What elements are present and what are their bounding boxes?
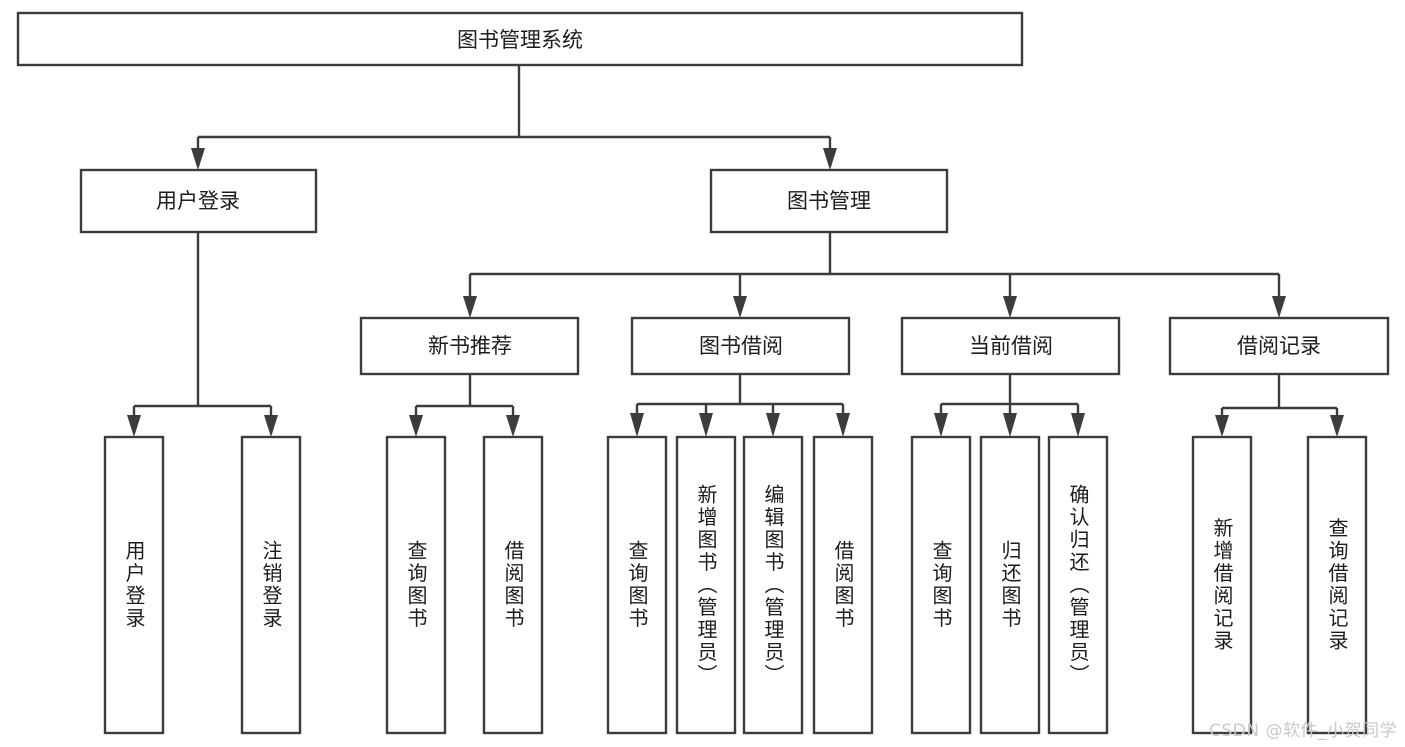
node-book-borrow-label: 图书借阅 xyxy=(699,334,783,358)
leaf-user-login-login-label: 用户登录 xyxy=(122,540,146,630)
leaf-new-book-query[interactable]: 查询图书 xyxy=(385,435,447,735)
arrow-root-to-user-login xyxy=(191,148,205,170)
node-book-management-box xyxy=(709,168,949,234)
arrow-book-mgmt-c4 xyxy=(1272,296,1286,318)
edge-group-root xyxy=(191,65,837,170)
leaf-new-book-query-label: 查询图书 xyxy=(404,540,428,630)
node-borrow-record[interactable]: 借阅记录 xyxy=(1168,316,1390,376)
leaf-record-query-label: 查询借阅记录 xyxy=(1325,517,1349,652)
leaf-current-return-book[interactable]: 归还图书 xyxy=(979,435,1041,735)
node-root-system-label: 图书管理系统 xyxy=(457,28,583,52)
leaf-borrow-edit-book[interactable]: 编辑图书（管理员） xyxy=(742,435,804,735)
leaf-borrow-add-book[interactable]: 新增图书（管理员） xyxy=(675,435,737,735)
node-user-login[interactable]: 用户登录 xyxy=(79,168,318,234)
arrow-book-mgmt-c2 xyxy=(733,296,747,318)
arrow-user-login-c1 xyxy=(127,415,141,437)
edge-group-new-book xyxy=(409,374,520,437)
node-new-book-recommend[interactable]: 新书推荐 xyxy=(359,316,580,376)
edge-group-book-borrow xyxy=(630,374,850,437)
leaf-user-login-logout[interactable]: 注销登录 xyxy=(240,435,302,735)
leaf-user-login-login-box xyxy=(103,435,165,735)
leaf-record-add[interactable]: 新增借阅记录 xyxy=(1191,435,1253,735)
edge-group-current-borrow xyxy=(934,374,1085,437)
leaf-new-book-borrow[interactable]: 借阅图书 xyxy=(482,435,544,735)
arrow-new-book-c2 xyxy=(506,415,520,437)
arrow-current-borrow-c2 xyxy=(1003,413,1017,437)
leaf-borrow-edit-book-box xyxy=(742,435,804,735)
arrow-book-borrow-c2 xyxy=(699,413,713,437)
leaf-current-confirm-return[interactable]: 确认归还（管理员） xyxy=(1047,435,1109,735)
node-current-borrow-box xyxy=(900,316,1121,376)
arrow-book-borrow-c3 xyxy=(766,413,780,437)
edge-group-borrow-record xyxy=(1215,374,1344,437)
csdn-watermark: CSDN @软件_小贺同学 xyxy=(1209,721,1397,741)
node-borrow-record-label: 借阅记录 xyxy=(1237,334,1321,358)
node-root-system[interactable]: 图书管理系统 xyxy=(16,11,1024,67)
leaf-record-query[interactable]: 查询借阅记录 xyxy=(1306,435,1368,735)
node-book-borrow[interactable]: 图书借阅 xyxy=(630,316,851,376)
node-borrow-record-box xyxy=(1168,316,1390,376)
leaf-new-book-query-box xyxy=(385,435,447,735)
arrow-new-book-c1 xyxy=(409,415,423,437)
node-user-login-label: 用户登录 xyxy=(156,189,240,213)
node-new-book-recommend-label: 新书推荐 xyxy=(428,334,512,358)
leaf-borrow-query-book-label: 查询图书 xyxy=(625,540,649,630)
node-user-login-box xyxy=(79,168,318,234)
leaf-record-add-label: 新增借阅记录 xyxy=(1210,517,1234,652)
leaf-new-book-borrow-label: 借阅图书 xyxy=(501,540,525,630)
leaf-current-return-book-label: 归还图书 xyxy=(998,540,1022,630)
edge-group-book-mgmt xyxy=(463,232,1286,318)
leaf-user-login-login[interactable]: 用户登录 xyxy=(103,435,165,735)
leaf-current-query-book-label: 查询图书 xyxy=(929,540,953,630)
node-book-management[interactable]: 图书管理 xyxy=(709,168,949,234)
leaf-current-query-book-box xyxy=(910,435,972,735)
leaf-borrow-query-book[interactable]: 查询图书 xyxy=(606,435,668,735)
arrow-root-to-book-mgmt xyxy=(823,148,837,170)
node-book-management-label: 图书管理 xyxy=(787,189,871,213)
leaf-borrow-borrow-book[interactable]: 借阅图书 xyxy=(812,435,874,735)
leaf-current-query-book[interactable]: 查询图书 xyxy=(910,435,972,735)
leaf-record-query-box xyxy=(1306,435,1368,735)
edge-group-user-login xyxy=(127,232,278,437)
leaf-new-book-borrow-box xyxy=(482,435,544,735)
arrow-book-mgmt-c3 xyxy=(1003,296,1017,318)
arrow-borrow-record-c2 xyxy=(1330,415,1344,437)
leaf-current-return-book-box xyxy=(979,435,1041,735)
arrow-current-borrow-c1 xyxy=(934,413,948,437)
node-current-borrow[interactable]: 当前借阅 xyxy=(900,316,1121,376)
leaf-user-login-logout-box xyxy=(240,435,302,735)
leaf-borrow-borrow-book-label: 借阅图书 xyxy=(831,540,855,630)
arrow-current-borrow-c3 xyxy=(1071,413,1085,437)
arrow-book-borrow-c4 xyxy=(836,413,850,437)
arrow-book-borrow-c1 xyxy=(630,413,644,437)
node-new-book-recommend-box xyxy=(359,316,580,376)
leaf-record-add-box xyxy=(1191,435,1253,735)
arrow-borrow-record-c1 xyxy=(1215,415,1229,437)
leaf-borrow-borrow-book-box xyxy=(812,435,874,735)
node-root-system-box xyxy=(16,11,1024,67)
leaf-borrow-add-book-box xyxy=(675,435,737,735)
arrow-book-mgmt-c1 xyxy=(463,296,477,318)
leaf-current-confirm-return-box xyxy=(1047,435,1109,735)
leaf-borrow-query-book-box xyxy=(606,435,668,735)
leaf-borrow-add-book-label: 新增图书（管理员） xyxy=(694,483,718,686)
arrow-user-login-c2 xyxy=(264,415,278,437)
leaf-current-confirm-return-label: 确认归还（管理员） xyxy=(1066,483,1090,686)
node-current-borrow-label: 当前借阅 xyxy=(969,334,1053,358)
leaf-borrow-edit-book-label: 编辑图书（管理员） xyxy=(761,483,785,686)
leaf-user-login-logout-label: 注销登录 xyxy=(259,540,283,630)
node-book-borrow-box xyxy=(630,316,851,376)
